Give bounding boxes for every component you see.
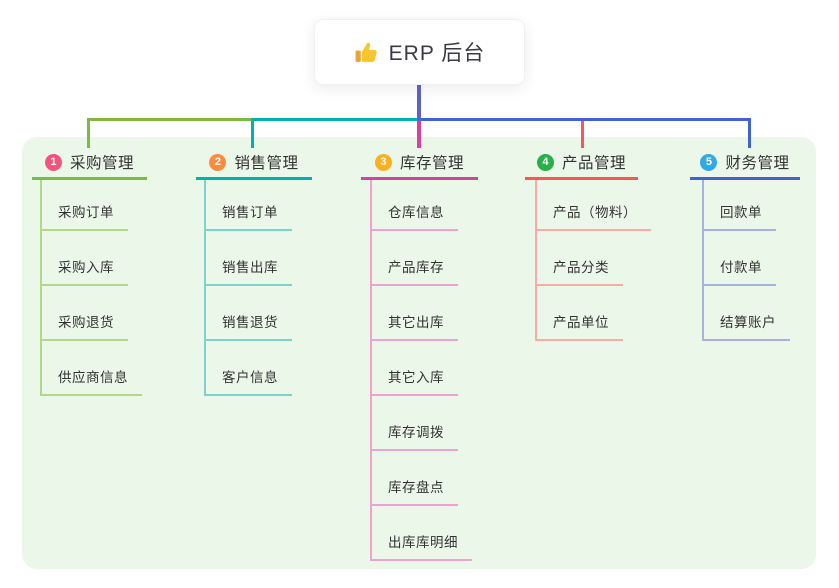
branch-number-badge: 1 [44, 153, 62, 171]
branch-title-4[interactable]: 4 产品管理 [525, 147, 638, 180]
mindmap-child-node[interactable]: 产品库存 [370, 257, 458, 286]
branch-spine-line [370, 180, 372, 561]
mindmap-child-node[interactable]: 其它入库 [370, 367, 458, 396]
branch-number-badge: 4 [536, 153, 554, 171]
branch-spine-line [702, 180, 704, 341]
branch-number-badge: 2 [209, 153, 227, 171]
branch-spine-line [40, 180, 42, 396]
mindmap-child-node[interactable]: 采购入库 [40, 257, 128, 286]
mindmap-child-node[interactable]: 其它出库 [370, 312, 458, 341]
mindmap-child-node[interactable]: 采购退货 [40, 312, 128, 341]
branches-panel [22, 137, 816, 569]
branch-title-3[interactable]: 3 库存管理 [361, 147, 478, 180]
mindmap-child-node[interactable]: 供应商信息 [40, 367, 142, 396]
branch-title-label: 销售管理 [234, 155, 299, 172]
mindmap-child-node[interactable]: 产品（物料） [535, 202, 651, 231]
mindmap-child-node[interactable]: 销售退货 [204, 312, 292, 341]
connector-line [251, 118, 255, 148]
connector-line [417, 83, 421, 122]
connector-line [581, 118, 585, 148]
root-node[interactable]: ERP 后台 [314, 19, 525, 85]
connector-line [87, 118, 91, 148]
branch-title-2[interactable]: 2 销售管理 [196, 147, 312, 180]
mindmap-child-node[interactable]: 产品单位 [535, 312, 623, 341]
branch-title-5[interactable]: 5 财务管理 [690, 147, 800, 180]
thumbs-up-icon [355, 42, 377, 62]
mindmap-child-node[interactable]: 采购订单 [40, 202, 128, 231]
branch-number-badge: 3 [374, 153, 392, 171]
mindmap-child-node[interactable]: 回款单 [702, 202, 776, 231]
branch-title-label: 库存管理 [399, 155, 464, 172]
connector-line [251, 118, 419, 122]
connector-line [417, 118, 751, 122]
branch-title-1[interactable]: 1 采购管理 [32, 147, 147, 180]
connector-line [87, 118, 253, 122]
mindmap-child-node[interactable]: 销售订单 [204, 202, 292, 231]
mindmap-child-node[interactable]: 仓库信息 [370, 202, 458, 231]
mindmap-child-node[interactable]: 销售出库 [204, 257, 292, 286]
mindmap-child-node[interactable]: 出库库明细 [370, 532, 472, 561]
branch-title-label: 产品管理 [561, 155, 626, 172]
branch-title-label: 财务管理 [725, 155, 790, 172]
mindmap-child-node[interactable]: 产品分类 [535, 257, 623, 286]
branch-spine-line [535, 180, 537, 341]
branch-number-badge: 5 [700, 153, 718, 171]
mindmap-child-node[interactable]: 客户信息 [204, 367, 292, 396]
connector-line [417, 118, 421, 148]
branch-title-label: 采购管理 [69, 155, 134, 172]
mindmap-child-node[interactable]: 库存盘点 [370, 477, 458, 506]
mindmap-child-node[interactable]: 付款单 [702, 257, 776, 286]
mindmap-child-node[interactable]: 结算账户 [702, 312, 790, 341]
connector-line [748, 118, 752, 148]
branch-spine-line [204, 180, 206, 396]
root-node-label: ERP 后台 [388, 42, 486, 65]
mindmap-child-node[interactable]: 库存调拨 [370, 422, 458, 451]
